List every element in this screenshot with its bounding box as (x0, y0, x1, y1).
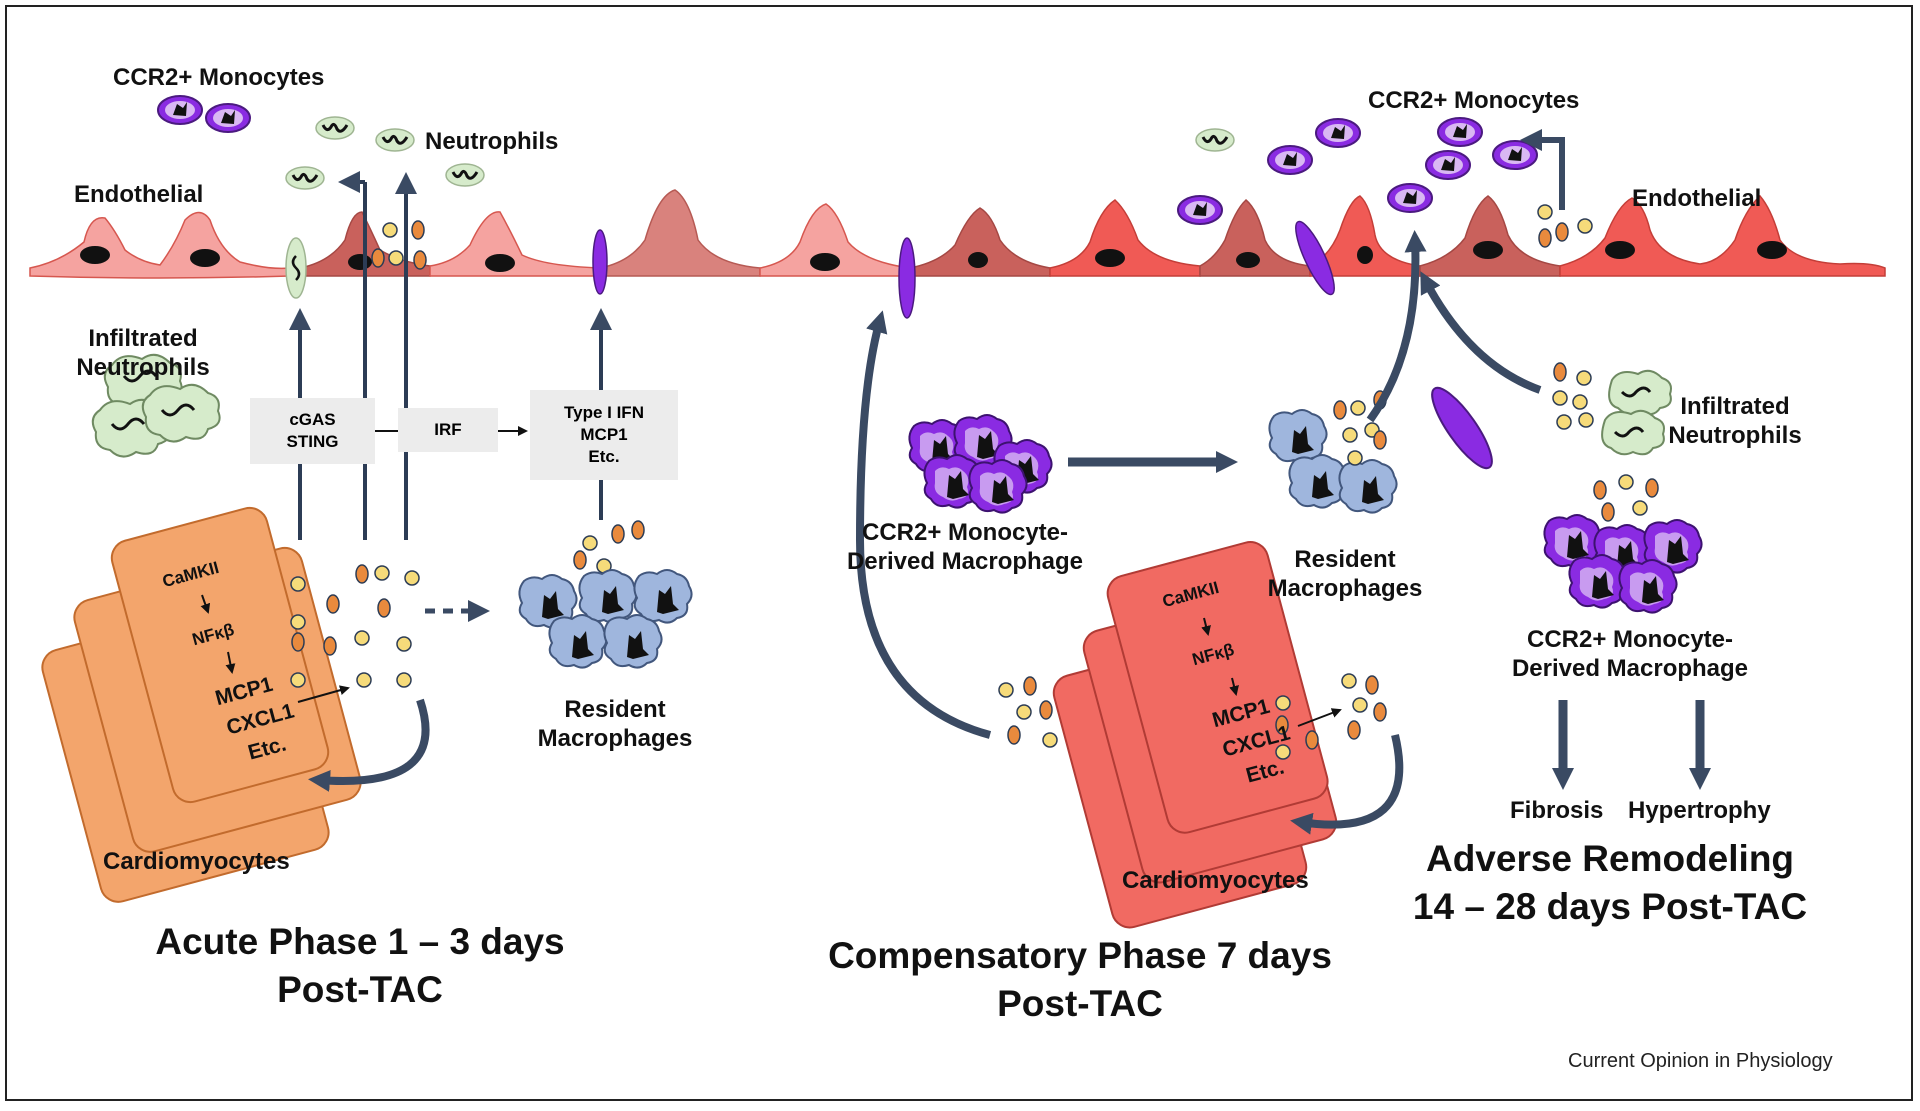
neutrophil-cell (444, 162, 486, 188)
neutrophil-cell (314, 115, 356, 141)
endothelial-label: Endothelial (74, 181, 204, 208)
infiltrated-neutrophils-label: Infiltrated Neutrophils (68, 324, 218, 383)
efflux-arrow (1520, 129, 1565, 210)
neutrophil-to-endothelium-arrow (1420, 271, 1542, 394)
adv-phase-line1: Adverse Remodeling (1425, 838, 1795, 879)
arrow-nfkb-mcp1 (225, 651, 236, 674)
hypertrophy-label: Hypertrophy (1628, 797, 1771, 824)
neutrophil-cell (1194, 127, 1236, 153)
ifn-line2: MCP1 (580, 424, 628, 444)
transmigrating-monocyte-1 (592, 229, 608, 295)
ccr2-monocyte-cell (1492, 140, 1538, 170)
arrow-nfkb-mcp1-2 (1229, 677, 1239, 696)
autocrine-loop-arrow-2 (1290, 734, 1404, 835)
cgas-line: cGAS (289, 409, 336, 429)
resident-macrophage-cell (633, 569, 693, 624)
adverse-infiltrated-label: Infiltrated Neutrophils (1660, 392, 1810, 451)
mono-mac-line2: Derived Macrophage (846, 548, 1084, 576)
ccr2-monocyte-cell (1387, 183, 1433, 213)
mono-mac-line1: CCR2+ Monocyte- (861, 519, 1069, 546)
neutrophils-label: Neutrophils (425, 128, 559, 155)
comp-phase-line2: Post-TAC (997, 983, 1163, 1025)
neutrophil-cell (284, 165, 326, 191)
compensatory-phase-title: Compensatory Phase 7 days Post-TAC (800, 932, 1360, 1028)
resident-macrophage-cell (603, 614, 663, 669)
fibrosis-label: Fibrosis (1510, 797, 1604, 824)
comp-resident-line2: Macrophages (1267, 575, 1423, 603)
sting-line: STING (286, 432, 339, 451)
acute-phase-line1: Acute Phase 1 – 3 days (155, 921, 565, 962)
adv-phase-line2: 14 – 28 days Post-TAC (1412, 886, 1808, 928)
compensatory-cardiomyocytes-label: Cardiomyocytes (1122, 867, 1309, 894)
neutrophil-cell (374, 127, 416, 153)
adv-infiltrated-line1: Infiltrated (1680, 393, 1790, 420)
endothelial-layer (29, 189, 1886, 279)
ccr2-monocytes-label: CCR2+ Monocytes (113, 64, 325, 91)
irf-text: IRF (398, 408, 498, 452)
adverse-mono-mac-label: CCR2+ Monocyte- Derived Macrophage (1505, 625, 1755, 684)
migrating-monocyte (1431, 386, 1493, 470)
comp-resident-line1: Resident (1294, 546, 1396, 573)
arrow-camkii-nfkb-2 (1201, 617, 1211, 636)
resident-to-endothelium-arrow (1366, 230, 1427, 423)
acute-phase-title: Acute Phase 1 – 3 days Post-TAC (120, 918, 600, 1014)
resident-line1: Resident (564, 696, 666, 723)
autocrine-loop-arrow (308, 698, 430, 792)
ifn-line3: Etc. (588, 447, 620, 467)
adv-mono-mac-line2: Derived Macrophage (1511, 655, 1749, 683)
adv-mono-mac-line1: CCR2+ Monocyte- (1526, 626, 1734, 653)
ccr2-monocyte-cell (1267, 145, 1313, 175)
adverse-phase-title: Adverse Remodeling 14 – 28 days Post-TAC (1380, 835, 1840, 931)
resident-macrophage-cell (578, 569, 638, 624)
ifn-line1: Type I IFN (564, 402, 644, 422)
infiltrated-neutrophil-cluster (91, 353, 221, 458)
ccr2-monocyte-cell (1425, 150, 1471, 180)
infiltrated-neutrophil-cluster-2 (1601, 369, 1672, 456)
acute-phase-line2: Post-TAC (277, 969, 443, 1011)
signal-arrows (289, 171, 612, 540)
arrow-secretion-2 (1297, 708, 1342, 727)
acute-cardiomyocyte-stack (41, 506, 362, 903)
ccr2-monocyte-cell (1315, 118, 1361, 148)
acute-cardiomyocytes-label: Cardiomyocytes (103, 848, 290, 875)
acute-resident-macrophages-label: Resident Macrophages (530, 695, 700, 754)
ccr2-monocyte-cell (157, 95, 203, 125)
ccr2-monocyte-cell (205, 103, 251, 133)
compensatory-resident-label: Resident Macrophages (1260, 545, 1430, 604)
adverse-endothelial-label: Endothelial (1632, 185, 1762, 212)
recruitment-curve-arrow (855, 310, 992, 739)
infiltrated-line2: Neutrophils (76, 354, 210, 382)
arrow-secretion (297, 685, 350, 703)
transmigrating-monocyte-3 (1295, 220, 1335, 296)
infiltrated-line1: Infiltrated (88, 325, 198, 352)
journal-credit: Current Opinion in Physiology (1568, 1050, 1833, 1072)
compensatory-cardiomyocyte-stack (1052, 541, 1338, 929)
transmigrating-monocyte-2 (898, 237, 916, 319)
cgas-sting-text: cGAS STING (250, 398, 375, 464)
adv-infiltrated-line2: Neutrophils (1668, 422, 1802, 450)
resident-macrophage-cell (548, 614, 608, 669)
compensatory-mono-mac-label: CCR2+ Monocyte- Derived Macrophage (845, 518, 1085, 577)
comp-phase-line1: Compensatory Phase 7 days (828, 935, 1332, 976)
ccr2-monocyte-cell (1177, 195, 1223, 225)
resident-line2: Macrophages (537, 725, 693, 753)
adverse-ccr2-monocytes-label: CCR2+ Monocytes (1368, 87, 1580, 114)
transmigrating-neutrophil (285, 237, 307, 299)
arrow-camkii-nfkb (200, 594, 211, 614)
ccr2-monocyte-cell (1437, 117, 1483, 147)
irf-line: IRF (434, 419, 462, 439)
